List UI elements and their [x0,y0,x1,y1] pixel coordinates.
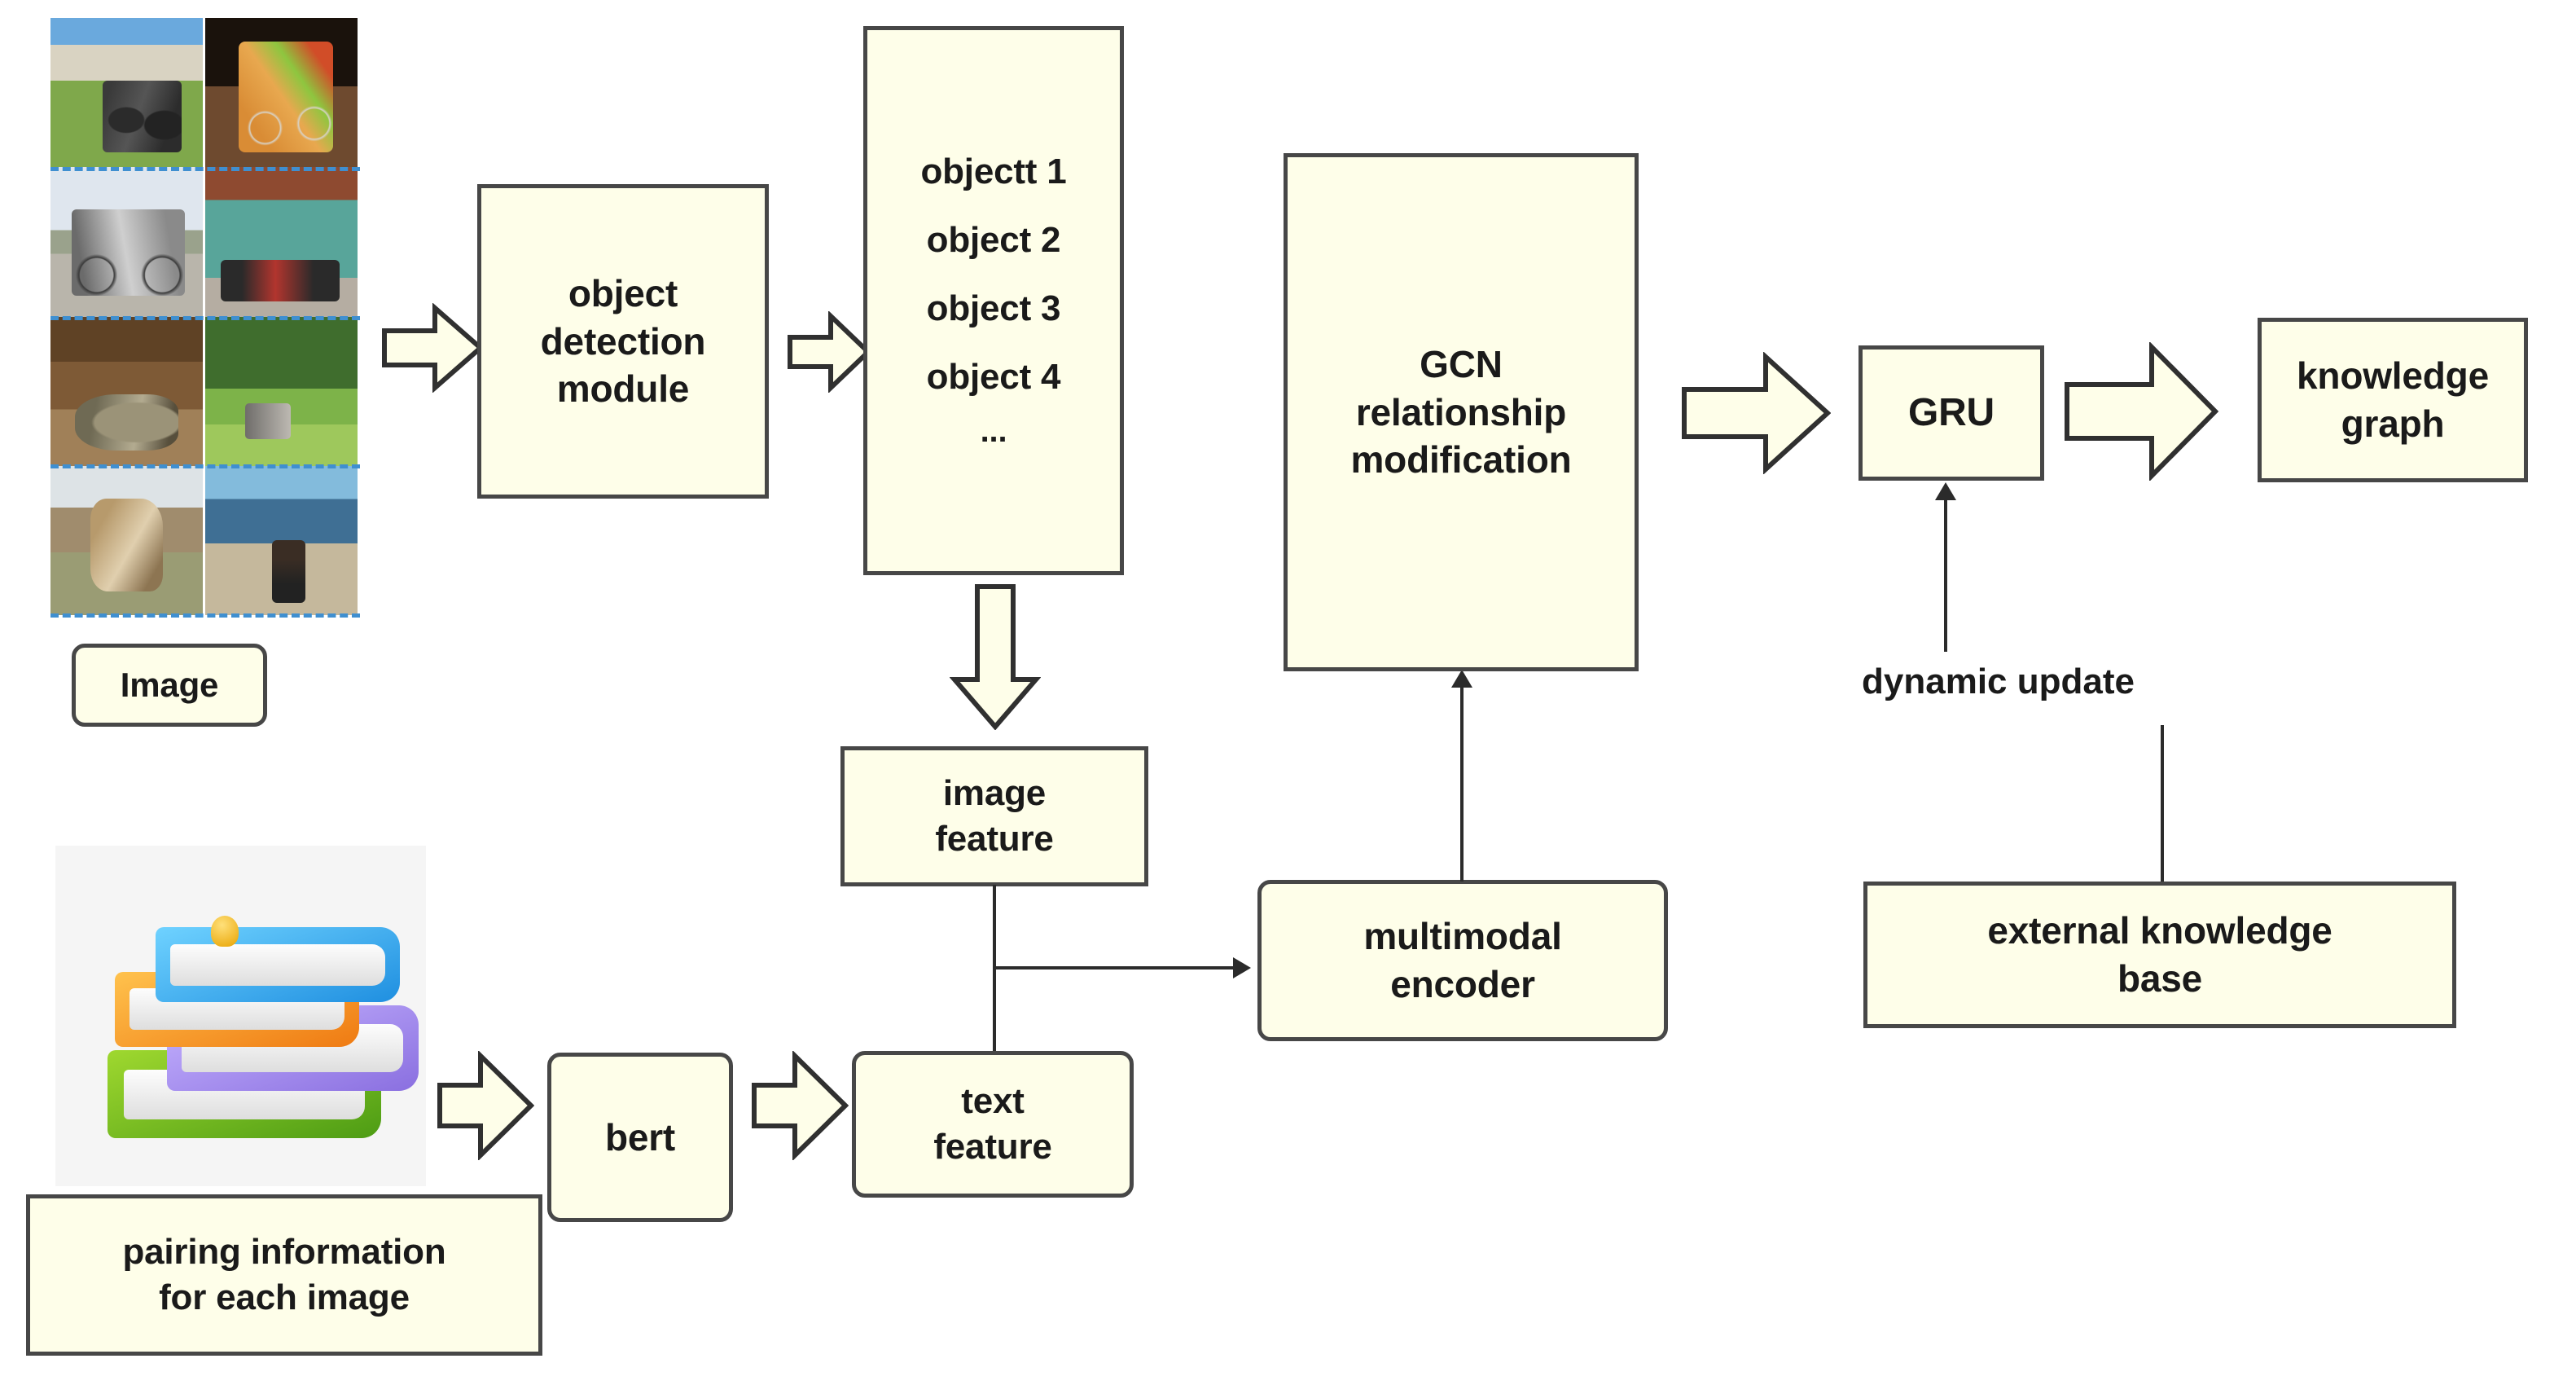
knowledge-graph-box[interactable]: knowledge graph [2258,318,2528,482]
arrow-object-detection-to-object-list [787,311,871,393]
gcn-line-2: relationship [1355,390,1567,433]
gcn-line-1: GCN [1420,342,1503,385]
arrow-bert-to-text-feature [751,1051,849,1160]
text-feature-line-2: feature [933,1127,1052,1167]
multimodal-encoder-line-1: multimodal [1363,915,1562,958]
photo-grid-dashed-separator [50,167,360,171]
pushpin-icon [211,915,239,947]
photo-thumbnail [205,18,360,168]
text-feature-box[interactable]: text feature [852,1051,1134,1198]
gcn-relationship-modification-box[interactable]: GCN relationship modification [1284,153,1639,671]
object-list-item: object 4 [926,357,1061,397]
object-detection-line-1: object [568,271,678,314]
connector-image-feature-vertical [993,885,996,1129]
multimodal-encoder-box[interactable]: multimodal encoder [1257,880,1668,1041]
book-blue [155,927,401,1003]
image-feature-line-2: feature [935,819,1054,859]
pairing-information-line-2: for each image [159,1277,410,1317]
books-stack-icon [55,846,426,1186]
object-detection-line-2: detection [540,319,706,363]
connector-dynamic-update-lower [2161,725,2164,883]
knowledge-graph-line-2: graph [2341,402,2445,445]
arrowhead-gcn [1451,670,1472,688]
object-detection-module-box[interactable]: object detection module [477,184,769,499]
dynamic-update-label: dynamic update [1862,662,2135,701]
bert-box[interactable]: bert [547,1053,733,1222]
bert-label: bert [604,1115,676,1159]
photo-thumbnail [205,465,360,615]
external-knowledge-base-box[interactable]: external knowledge base [1863,882,2456,1028]
photo-thumbnail [50,18,205,168]
text-feature-line-1: text [961,1080,1025,1121]
gru-box[interactable]: GRU [1858,345,2044,481]
pairing-information-line-1: pairing information [122,1231,446,1272]
knowledge-graph-line-1: knowledge [2297,354,2489,398]
photo-thumbnail [205,316,360,466]
photo-thumbnail [205,167,360,317]
object-detection-line-3: module [556,367,690,411]
photo-grid-dashed-separator [50,613,360,618]
connector-encoder-to-gcn [1460,688,1464,882]
image-feature-line-1: image [942,772,1047,813]
photo-grid-dashed-separator [50,464,360,468]
external-knowledge-base-line-2: base [2117,957,2203,1000]
image-label-text: Image [120,666,219,705]
arrow-gru-to-knowledge-graph [2064,342,2218,481]
photo-grid-dashed-separator [50,316,360,320]
arrowhead-gru-dynamic-update [1935,482,1956,500]
external-knowledge-base-line-1: external knowledge [1987,909,2332,952]
connector-dynamic-update-upper [1944,500,1947,652]
arrow-pairing-to-bert [437,1051,534,1160]
arrow-gcn-to-gru [1681,352,1831,474]
gru-label: GRU [1907,391,1995,435]
object-list-item: object 3 [926,288,1061,328]
image-label-box[interactable]: Image [72,644,267,727]
object-list-ellipsis: ... [980,413,1007,449]
image-feature-box[interactable]: image feature [840,746,1148,886]
object-list-box[interactable]: objectt 1 object 2 object 3 object 4 ... [863,26,1124,575]
object-list-item: objectt 1 [920,152,1067,191]
photo-grid-icon [50,18,360,615]
object-list: objectt 1 object 2 object 3 object 4 ... [867,30,1120,571]
photo-thumbnail [50,465,205,615]
arrowhead-multimodal-encoder [1233,957,1251,978]
photo-thumbnail [50,316,205,466]
connector-to-multimodal-encoder [993,966,1242,970]
gcn-line-3: modification [1350,438,1572,481]
pairing-information-box[interactable]: pairing information for each image [26,1194,542,1356]
arrow-object-list-to-image-feature [950,583,1041,730]
multimodal-encoder-line-2: encoder [1390,963,1535,1005]
arrow-image-to-object-detection [381,303,484,393]
object-list-item: object 2 [926,220,1061,260]
photo-thumbnail [50,167,205,317]
